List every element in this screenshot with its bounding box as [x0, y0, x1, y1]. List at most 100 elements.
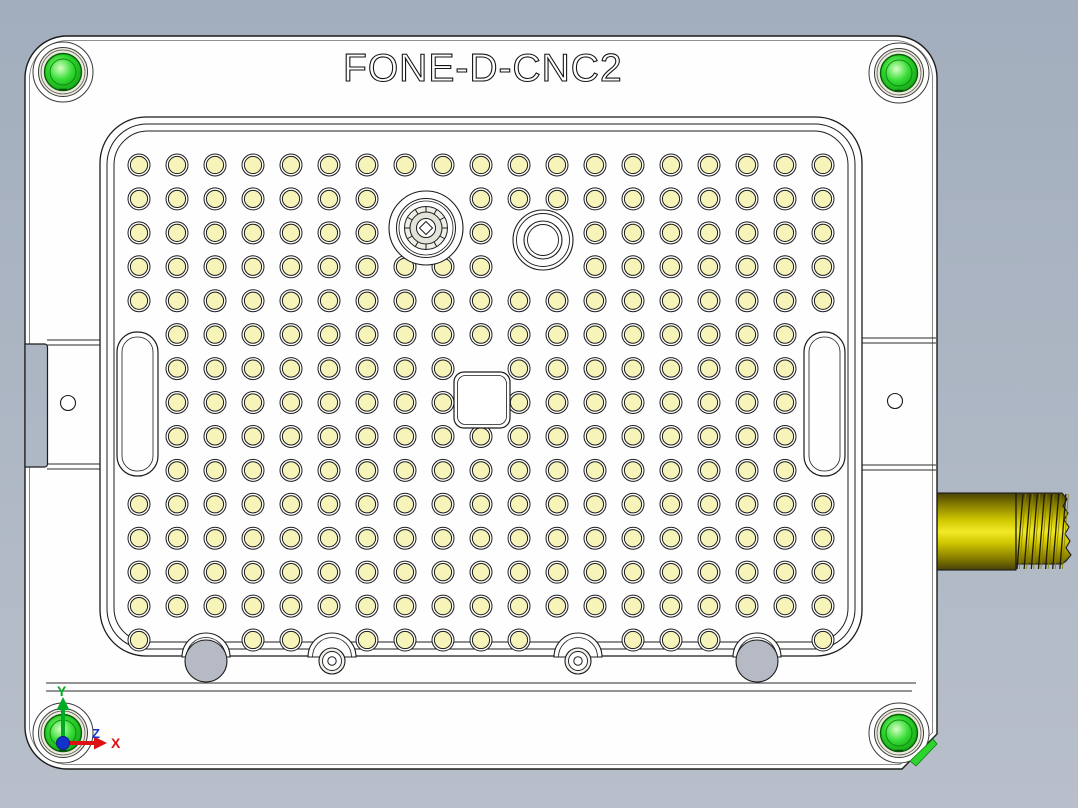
vacuum-hole — [621, 560, 645, 584]
vacuum-hole — [659, 628, 683, 652]
vacuum-hole — [355, 153, 379, 177]
vacuum-hole — [583, 424, 607, 448]
vacuum-hole — [621, 187, 645, 211]
vacuum-hole — [469, 594, 493, 618]
vacuum-hole — [393, 628, 417, 652]
vacuum-hole — [507, 458, 531, 482]
diamond-pin-hole — [418, 220, 434, 236]
vacuum-hole — [469, 424, 493, 448]
vacuum-hole — [393, 289, 417, 313]
screw-pilot-hole — [573, 656, 583, 666]
vacuum-hole — [241, 628, 265, 652]
vacuum-hole — [469, 255, 493, 279]
vacuum-hole — [545, 289, 569, 313]
vacuum-hole — [241, 187, 265, 211]
vacuum-hole — [317, 221, 341, 245]
y-axis-arrow — [56, 697, 70, 710]
vacuum-hole — [773, 594, 797, 618]
vacuum-hole — [241, 221, 265, 245]
vacuum-hole — [355, 391, 379, 415]
vacuum-hole — [203, 289, 227, 313]
vacuum-hole — [165, 357, 189, 381]
vacuum-hole — [507, 560, 531, 584]
vacuum-hole — [165, 153, 189, 177]
vacuum-hole — [317, 323, 341, 347]
vacuum-hole — [735, 289, 759, 313]
vacuum-hole — [317, 458, 341, 482]
vacuum-hole — [773, 458, 797, 482]
vacuum-hole — [659, 153, 683, 177]
vacuum-hole — [241, 289, 265, 313]
vacuum-hole — [355, 492, 379, 516]
vacuum-hole — [811, 289, 835, 313]
vacuum-hole — [431, 560, 455, 584]
vacuum-hole — [279, 153, 303, 177]
vacuum-hole — [659, 526, 683, 550]
fitting-cylinder — [936, 492, 1017, 571]
vacuum-hole — [469, 628, 493, 652]
vacuum-hole — [621, 391, 645, 415]
vacuum-hole — [279, 560, 303, 584]
tab-hole — [59, 394, 77, 412]
vacuum-hole — [583, 221, 607, 245]
vacuum-hole — [583, 323, 607, 347]
vacuum-hole — [203, 594, 227, 618]
vacuum-hole — [811, 187, 835, 211]
vacuum-hole — [165, 289, 189, 313]
vacuum-hole — [583, 594, 607, 618]
vacuum-hole — [545, 391, 569, 415]
vacuum-hole — [355, 594, 379, 618]
vacuum-hole — [507, 492, 531, 516]
engraved-title: FONE-D-CNC2 — [343, 47, 623, 90]
vacuum-hole — [203, 255, 227, 279]
vacuum-hole — [203, 357, 227, 381]
vacuum-hole — [811, 153, 835, 177]
vacuum-hole — [393, 594, 417, 618]
vacuum-hole — [697, 424, 721, 448]
vacuum-hole — [431, 357, 455, 381]
vacuum-hole — [697, 594, 721, 618]
vacuum-hole — [127, 255, 151, 279]
vacuum-hole — [583, 560, 607, 584]
vacuum-hole — [697, 458, 721, 482]
vacuum-hole — [735, 526, 759, 550]
side-tab-holes — [59, 392, 904, 412]
x-axis-arrow — [94, 736, 107, 750]
vacuum-hole — [165, 458, 189, 482]
vacuum-hole — [735, 492, 759, 516]
vacuum-hole — [545, 323, 569, 347]
vacuum-hole — [697, 255, 721, 279]
vacuum-hole — [317, 391, 341, 415]
vacuum-hole — [279, 628, 303, 652]
vacuum-hole — [507, 526, 531, 550]
vacuum-hole — [431, 458, 455, 482]
bottom-bump-features — [181, 632, 782, 683]
vacuum-hole — [545, 458, 569, 482]
vacuum-hole — [811, 492, 835, 516]
vacuum-hole — [127, 187, 151, 211]
vacuum-hole — [659, 458, 683, 482]
vacuum-hole — [621, 492, 645, 516]
vacuum-hole — [431, 323, 455, 347]
vacuum-hole — [621, 594, 645, 618]
vacuum-hole — [659, 424, 683, 448]
vacuum-hole — [773, 323, 797, 347]
serrated-locating-pin — [388, 190, 464, 266]
green-pin — [32, 41, 94, 103]
vacuum-hole — [355, 255, 379, 279]
vacuum-hole — [583, 492, 607, 516]
vacuum-hole — [431, 628, 455, 652]
vacuum-hole — [811, 526, 835, 550]
vacuum-hole-grid — [127, 153, 835, 652]
vacuum-hole — [469, 187, 493, 211]
tab-step-lines — [47, 337, 936, 471]
vacuum-hole — [355, 628, 379, 652]
vacuum-hole — [583, 255, 607, 279]
vacuum-hole — [773, 492, 797, 516]
vacuum-hole — [583, 391, 607, 415]
square-pocket — [453, 371, 511, 429]
vacuum-hole — [203, 424, 227, 448]
z-axis-label: Z — [92, 726, 100, 741]
vacuum-hole — [203, 391, 227, 415]
